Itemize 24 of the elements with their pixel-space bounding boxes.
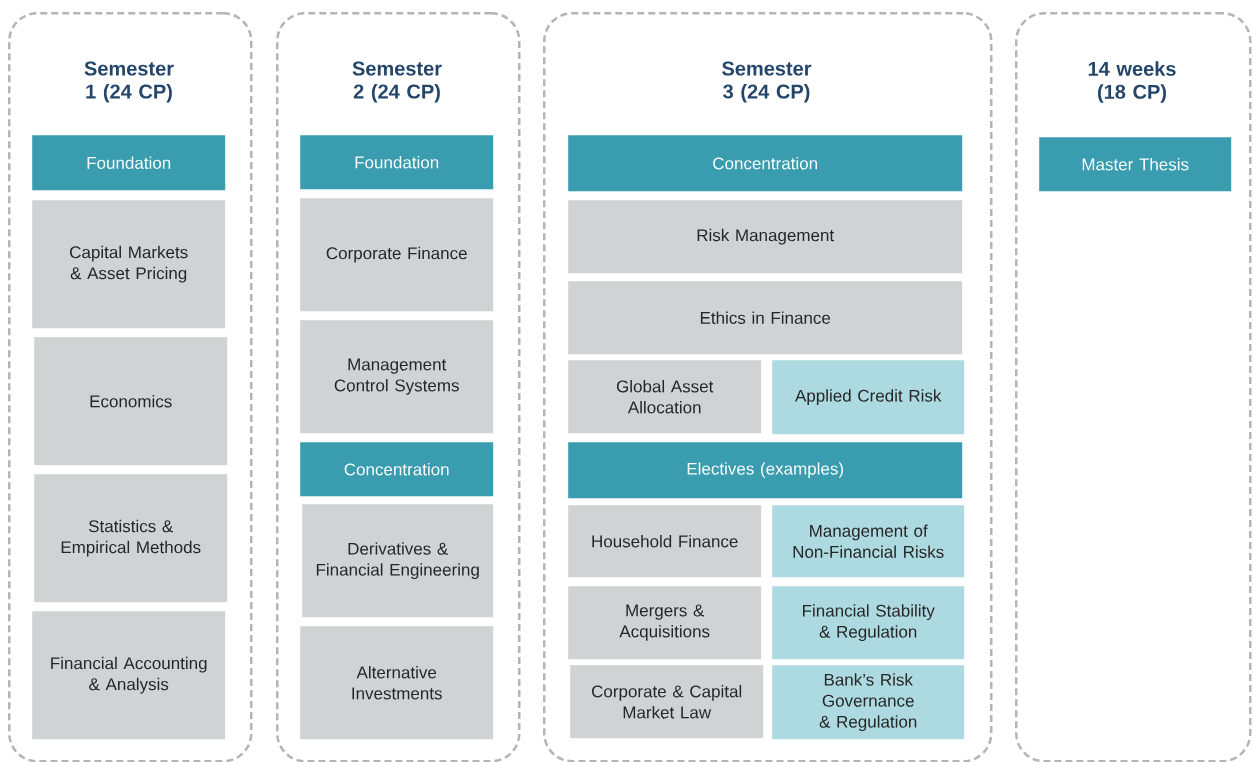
- module-box: Risk Management: [568, 200, 963, 274]
- module-box: Corporate Finance: [300, 198, 494, 312]
- section-header-box: Foundation: [32, 135, 226, 191]
- section-header-box: Concentration: [300, 442, 494, 497]
- module-box: Ethics in Finance: [568, 281, 963, 355]
- module-box: Derivatives & Financial Engineering: [302, 504, 494, 618]
- section-header-box: Master Thesis: [1039, 137, 1232, 192]
- module-box: Economics: [34, 337, 228, 466]
- module-box: Applied Credit Risk: [772, 360, 965, 435]
- section-header-box: Concentration: [568, 135, 963, 192]
- module-box: Management of Non-Financial Risks: [772, 505, 965, 578]
- section-header-box: Electives (examples): [568, 442, 963, 499]
- module-box: Capital Markets & Asset Pricing: [32, 200, 226, 329]
- module-box: Financial Accounting & Analysis: [32, 611, 226, 740]
- module-box: Household Finance: [568, 505, 762, 578]
- module-box: Alternative Investments: [300, 626, 494, 740]
- module-box: Management Control Systems: [300, 320, 494, 434]
- module-box: Bank’s Risk Governance & Regulation: [772, 665, 965, 740]
- module-box: Corporate & Capital Market Law: [570, 665, 764, 739]
- module-box: Statistics & Empirical Methods: [34, 474, 228, 603]
- module-box: Mergers & Acquisitions: [568, 586, 762, 660]
- module-box: Financial Stability & Regulation: [772, 586, 965, 660]
- section-header-box: Foundation: [300, 135, 494, 190]
- module-box: Global Asset Allocation: [568, 360, 762, 434]
